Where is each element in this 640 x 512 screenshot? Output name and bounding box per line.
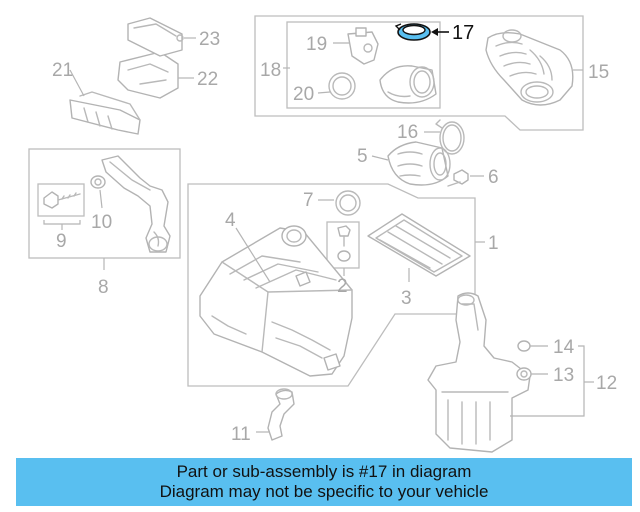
bracket-12-lead <box>510 345 594 417</box>
bolt-6 <box>447 169 484 187</box>
callout-23: 23 <box>199 29 220 50</box>
grommet-13 <box>516 367 548 381</box>
callout-12: 12 <box>596 373 617 394</box>
callout-19: 19 <box>306 34 327 55</box>
callout-2: 2 <box>337 276 348 297</box>
callout-20: 20 <box>293 84 314 105</box>
callout-15: 15 <box>588 62 609 83</box>
gasket-ring <box>317 72 356 100</box>
air-cleaner-housing-4 <box>199 225 353 377</box>
intake-hose-group <box>254 15 584 131</box>
inlet-duct-8 <box>101 155 171 253</box>
callout-22: 22 <box>197 69 218 90</box>
callout-4: 4 <box>225 210 236 231</box>
cover-23 <box>127 17 196 57</box>
inlet-duct-group <box>28 148 181 270</box>
callout-11: 11 <box>231 424 251 445</box>
callout-14: 14 <box>553 337 575 358</box>
bolt-grommet-2 <box>326 221 360 276</box>
callout-21: 21 <box>52 60 73 81</box>
callout-1: 1 <box>488 233 499 254</box>
air-filter-3 <box>367 213 471 282</box>
intake-hose <box>485 29 574 106</box>
mass-airflow-sensor <box>333 27 379 65</box>
grommet-14 <box>517 340 548 352</box>
callout-13: 13 <box>553 365 574 386</box>
callout-3: 3 <box>401 288 412 309</box>
banner-line-disclaimer: Diagram may not be specific to your vehi… <box>159 482 489 501</box>
callout-6: 6 <box>488 167 499 188</box>
hose-11 <box>256 388 295 441</box>
air-tube-5 <box>371 141 451 186</box>
banner-line-part: Part or sub-assembly is #17 in diagram <box>176 462 472 481</box>
callout-8: 8 <box>98 277 109 298</box>
clamp-16 <box>424 119 465 155</box>
callout-16: 16 <box>397 122 418 143</box>
air-duct-21 <box>69 69 141 135</box>
seal-ring-7 <box>318 190 361 216</box>
callout-5: 5 <box>357 146 368 167</box>
callout-17: 17 <box>452 22 474 44</box>
part-17-clamp-highlighted <box>394 23 449 41</box>
info-banner: Part or sub-assembly is #17 in diagram D… <box>16 458 632 506</box>
resonator-22 <box>117 51 194 99</box>
callout-9: 9 <box>56 231 67 252</box>
bolt-9 <box>37 183 85 217</box>
callout-10: 10 <box>91 212 112 233</box>
grommet-10 <box>90 175 106 209</box>
resonator-12 <box>427 292 531 453</box>
callout-7: 7 <box>303 190 314 211</box>
callout-18: 18 <box>260 60 281 81</box>
elbow-adapter <box>379 65 437 104</box>
